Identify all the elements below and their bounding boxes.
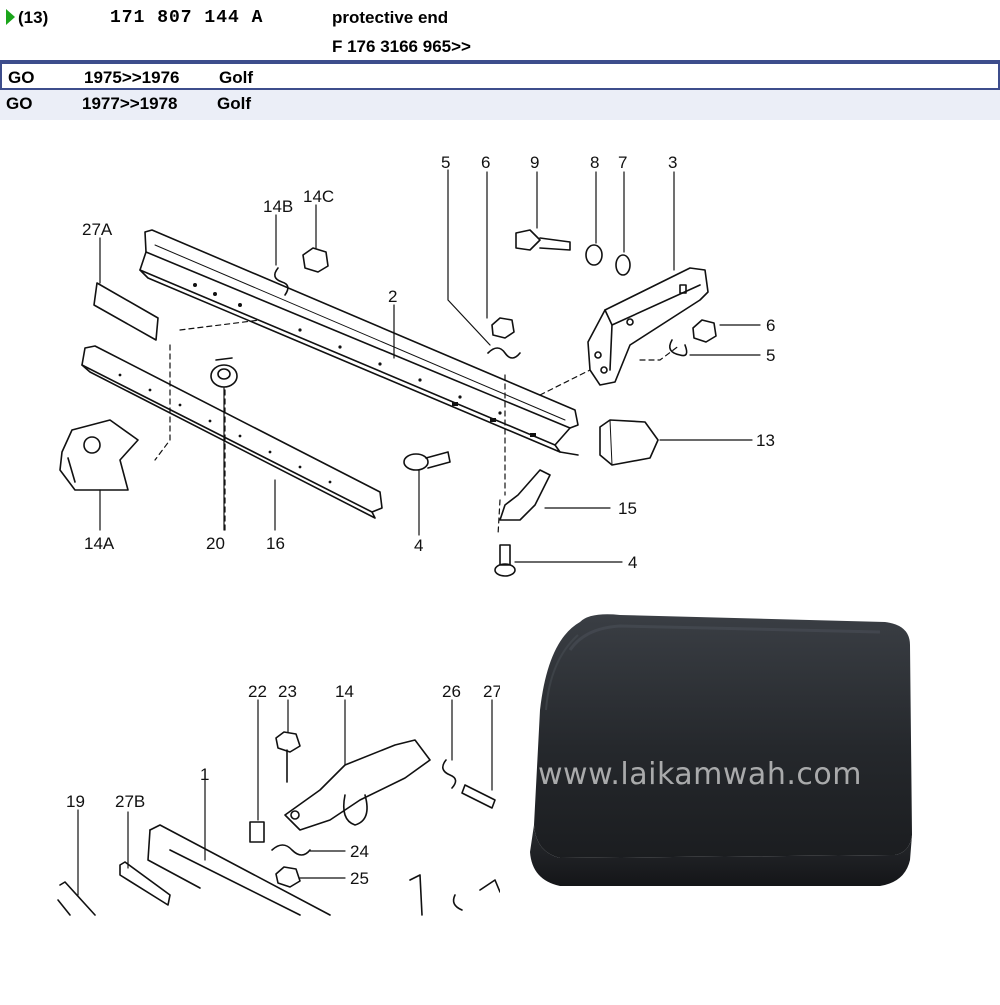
carriage-bolt-part [494,544,516,577]
callout-label: 20 [206,534,225,553]
callout-label: 2 [388,287,397,306]
nut-part [491,317,515,339]
spring-washer-part [585,244,603,266]
model-code: GO [8,68,35,87]
protective-end-cap-image [530,614,912,886]
application-row[interactable]: GO 1977>>1978 Golf [0,90,1000,120]
callout-label: 14 [335,682,354,701]
nut-part [692,319,717,343]
lower-diagram [57,699,501,916]
grommet-part [210,357,238,388]
callout-label: 22 [248,682,267,701]
trim-strip-part [81,345,383,519]
part-number[interactable]: 171 807 144 A [110,8,264,28]
callout-label: 1 [200,765,209,784]
callout-label: 16 [266,534,285,553]
callout-label[interactable]: 13 [756,431,775,450]
lock-washer-part [669,339,688,357]
carriage-bolt-part [403,451,451,471]
flat-washer-part [615,254,631,276]
model-years: 1975>>1976 [84,68,180,87]
watermark-text: www.laikamwah.com [538,757,862,792]
callout-label: 6 [481,153,490,172]
model-code: GO [6,94,33,113]
clamp-bracket-part [59,419,139,491]
part-description: protective end [332,8,449,27]
callout-label: 14C [303,187,334,206]
callout-label: 14B [263,197,293,216]
model-years: 1977>>1978 [82,94,178,113]
callout-label: 9 [530,153,539,172]
bumper-bar-part [139,229,579,456]
lock-washer-part [487,347,521,359]
callout-label: 4 [628,553,637,572]
callout-label: 14A [84,534,115,553]
callout-label: 5 [441,153,450,172]
callout-label: 19 [66,792,85,811]
model-name: Golf [219,68,253,87]
callout-label: 27 [483,682,502,701]
callout-label: 27B [115,792,145,811]
callout-label: 3 [668,153,677,172]
callout-label: 26 [442,682,461,701]
exploded-parts-diagram: 5 6 9 8 7 3 14B 14C 27A 2 6 5 13 15 4 4 … [57,153,775,916]
model-name: Golf [217,94,251,113]
strip-part [93,282,159,341]
parts-table: (13) 171 807 144 A protective end F 176 … [0,0,1000,120]
callout-label: 4 [414,536,423,555]
bolt-part [515,229,571,251]
nut-part [302,247,329,273]
clip-part [274,267,289,296]
expand-arrow-icon[interactable] [6,9,15,25]
mount-bracket-part [587,267,709,386]
callout-label: 7 [618,153,627,172]
callout-label: 6 [766,316,775,335]
callout-label: 25 [350,869,369,888]
callout-label: 24 [350,842,369,861]
end-cap-part[interactable] [599,419,659,466]
product-photo [500,590,1000,1000]
callout-label: 15 [618,499,637,518]
strap-part [499,469,551,521]
part-row[interactable]: (13) 171 807 144 A protective end F 176 … [0,0,1000,62]
callout-label: 5 [766,346,775,365]
part-supersession[interactable]: F 176 3166 965>> [332,37,471,56]
application-row[interactable]: GO 1975>>1976 Golf [0,62,1000,90]
callout-label: 27A [82,220,113,239]
part-position: (13) [18,8,49,27]
callout-label: 23 [278,682,297,701]
callout-label: 8 [590,153,599,172]
